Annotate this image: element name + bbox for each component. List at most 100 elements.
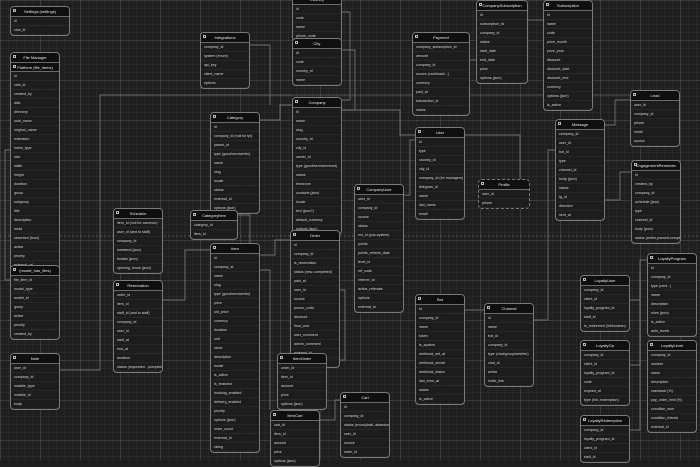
- drag-handle-icon[interactable]: [343, 395, 346, 398]
- table-field[interactable]: points: [355, 240, 403, 249]
- table-field[interactable]: status: [413, 106, 469, 115]
- table-header[interactable]: Reservation: [114, 281, 162, 291]
- table-field[interactable]: transaction_id: [413, 97, 469, 106]
- table-field[interactable]: old_price: [211, 308, 259, 317]
- table-field[interactable]: company_id: [556, 130, 604, 139]
- table-field[interactable]: id: [544, 11, 592, 20]
- table-field[interactable]: priority: [211, 407, 259, 416]
- table-field[interactable]: id: [632, 171, 680, 180]
- table-field[interactable]: company_id (for managers): [416, 174, 464, 183]
- table-field[interactable]: discount: [544, 56, 592, 65]
- table-field[interactable]: category_id: [191, 221, 237, 230]
- table-field[interactable]: company_id: [114, 237, 162, 246]
- table-field[interactable]: options: [355, 294, 403, 303]
- table-field[interactable]: condition_friends: [648, 414, 696, 423]
- table-field[interactable]: pay_order_limit (%): [648, 396, 696, 405]
- table-field[interactable]: contacts (json): [293, 189, 341, 198]
- table-header[interactable]: File Manager: [11, 53, 59, 63]
- table-field[interactable]: active: [11, 312, 59, 321]
- table-field[interactable]: body: [11, 400, 59, 409]
- table-field[interactable]: user_id: [556, 139, 604, 148]
- table-field[interactable]: type (good/service/mixed): [293, 162, 341, 171]
- table-field[interactable]: unit: [211, 335, 259, 344]
- table-field[interactable]: loyalty_program_id: [581, 435, 629, 444]
- table-header[interactable]: Lead: [631, 91, 679, 101]
- table-header[interactable]: Integrations: [201, 33, 249, 43]
- table-field[interactable]: name: [293, 76, 341, 85]
- table-field[interactable]: priority: [11, 252, 59, 261]
- table-field[interactable]: is_active: [211, 371, 259, 380]
- table-field[interactable]: company_id: [648, 273, 696, 282]
- drag-handle-icon[interactable]: [273, 413, 276, 416]
- table-field[interactable]: locale: [293, 198, 341, 207]
- table-header[interactable]: Cart: [341, 393, 389, 403]
- table-field[interactable]: notable_id: [11, 391, 59, 400]
- table-field[interactable]: source: [355, 213, 403, 222]
- table-field[interactable]: company_id: [11, 373, 59, 382]
- table-field[interactable]: group: [11, 303, 59, 312]
- table-field[interactable]: tg_id: [556, 193, 604, 202]
- table-field[interactable]: model_type: [11, 285, 59, 294]
- table-field[interactable]: level_id: [355, 258, 403, 267]
- table-field[interactable]: price: [271, 448, 319, 457]
- table-field[interactable]: stock: [211, 344, 259, 353]
- table-field[interactable]: item_id (null for common): [114, 219, 162, 228]
- drag-handle-icon[interactable]: [13, 65, 16, 68]
- table-header[interactable]: LoyaltyRedemption: [581, 416, 629, 426]
- table-field[interactable]: price_year: [544, 47, 592, 56]
- table-field[interactable]: final_cost: [291, 322, 339, 331]
- table-field[interactable]: locale: [211, 362, 259, 371]
- table-header[interactable]: Profile: [479, 180, 529, 190]
- table-field[interactable]: chat_id: [485, 359, 533, 368]
- table-field[interactable]: loyalty_program_id: [581, 304, 629, 313]
- table-field[interactable]: uuid_name: [11, 117, 59, 126]
- table-field[interactable]: status: [293, 171, 341, 180]
- table-field[interactable]: weekend (json): [114, 246, 162, 255]
- table-field[interactable]: club_id: [11, 26, 69, 35]
- table-field[interactable]: city_id: [416, 165, 464, 174]
- table-field[interactable]: width: [11, 162, 59, 171]
- table-field[interactable]: name: [416, 323, 464, 332]
- table-field[interactable]: order_id: [341, 448, 389, 457]
- table-field[interactable]: cashback (%): [648, 387, 696, 396]
- table-header[interactable]: (model_has_files): [11, 266, 59, 276]
- table-field[interactable]: external_id: [355, 303, 403, 312]
- table-field[interactable]: code: [293, 14, 341, 23]
- table-field[interactable]: channel_id: [632, 216, 680, 225]
- table-field[interactable]: directory: [11, 108, 59, 117]
- table-field[interactable]: company_id: [485, 341, 533, 350]
- table-field[interactable]: active: [485, 368, 533, 377]
- table-field[interactable]: name: [648, 291, 696, 300]
- table-field[interactable]: is_reservation: [291, 259, 339, 268]
- table-field[interactable]: name: [211, 159, 259, 168]
- table-field[interactable]: title: [11, 207, 59, 216]
- table-field[interactable]: company_id: [341, 412, 389, 421]
- table-field[interactable]: options: [201, 79, 249, 88]
- drag-handle-icon[interactable]: [418, 297, 421, 300]
- table-field[interactable]: price: [477, 65, 527, 74]
- table-field[interactable]: model_id: [11, 294, 59, 303]
- table-field[interactable]: client_name: [201, 70, 249, 79]
- table-field[interactable]: client_id: [581, 295, 629, 304]
- table-field[interactable]: admin_comment: [291, 340, 339, 349]
- drag-handle-icon[interactable]: [13, 9, 16, 12]
- table-field[interactable]: item_id: [271, 430, 319, 439]
- table-field[interactable]: promo_code: [291, 304, 339, 313]
- table-field[interactable]: user_id: [479, 190, 529, 199]
- drag-handle-icon[interactable]: [650, 343, 653, 346]
- table-field[interactable]: discount_start: [544, 65, 592, 74]
- table-field[interactable]: staff_id (and to staff): [114, 309, 162, 318]
- table-field[interactable]: status (new..completed): [291, 268, 339, 277]
- table-field[interactable]: id: [416, 138, 464, 147]
- table-field[interactable]: id: [477, 11, 527, 20]
- table-field[interactable]: price: [278, 391, 326, 400]
